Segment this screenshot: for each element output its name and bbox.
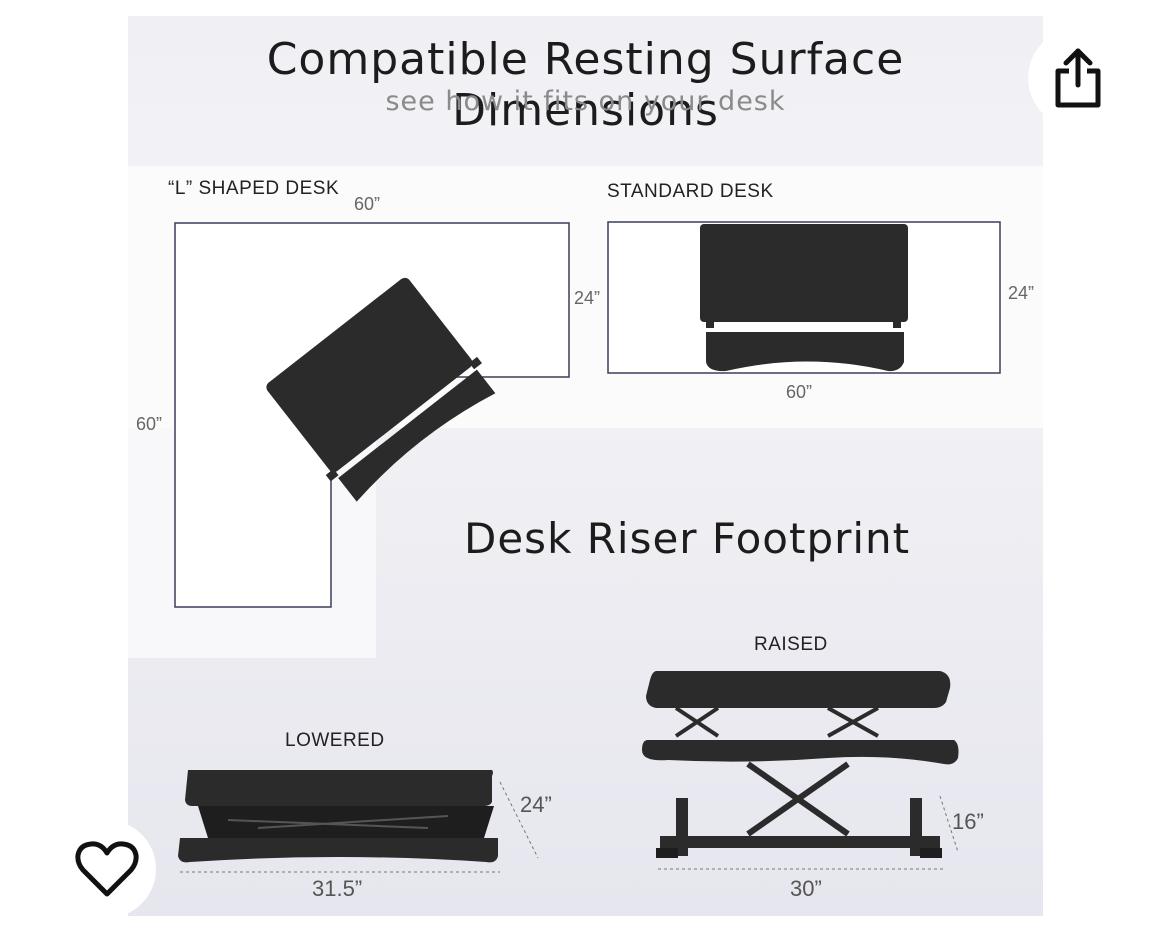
l-desk-label: “L” SHAPED DESK xyxy=(168,178,340,199)
product-image[interactable]: Compatible Resting Surface Dimensions se… xyxy=(128,16,1043,916)
standard-desk-label: STANDARD DESK xyxy=(607,181,774,202)
l-desk-length-label: 60” xyxy=(136,414,163,434)
standard-desk-depth-label: 24” xyxy=(1008,283,1035,303)
lowered-label: LOWERED xyxy=(285,730,385,751)
l-desk-width-label: 60” xyxy=(354,194,381,214)
lowered-riser xyxy=(178,770,539,873)
standard-desk-width-label: 60” xyxy=(786,382,813,402)
footprint-title: Desk Riser Footprint xyxy=(464,514,911,563)
dimension-diagram xyxy=(128,166,1043,873)
raised-label: RAISED xyxy=(754,634,828,655)
standard-desk-riser xyxy=(700,224,908,372)
share-button[interactable] xyxy=(1028,28,1128,128)
lowered-width-label: 31.5” xyxy=(312,876,363,901)
raised-width-label: 30” xyxy=(790,876,822,901)
share-icon xyxy=(1055,48,1101,108)
heart-icon xyxy=(75,841,139,897)
raised-height-label: 16” xyxy=(952,809,984,834)
diagram-subtitle: see how it fits on your desk xyxy=(385,86,786,117)
l-desk-depth-label: 24” xyxy=(574,288,601,308)
diagram-title: Compatible Resting Surface Dimensions xyxy=(266,34,905,136)
lowered-depth-label: 24” xyxy=(520,792,552,817)
l-desk-riser xyxy=(266,277,496,502)
favorite-button[interactable] xyxy=(58,820,156,918)
raised-riser xyxy=(642,671,959,870)
